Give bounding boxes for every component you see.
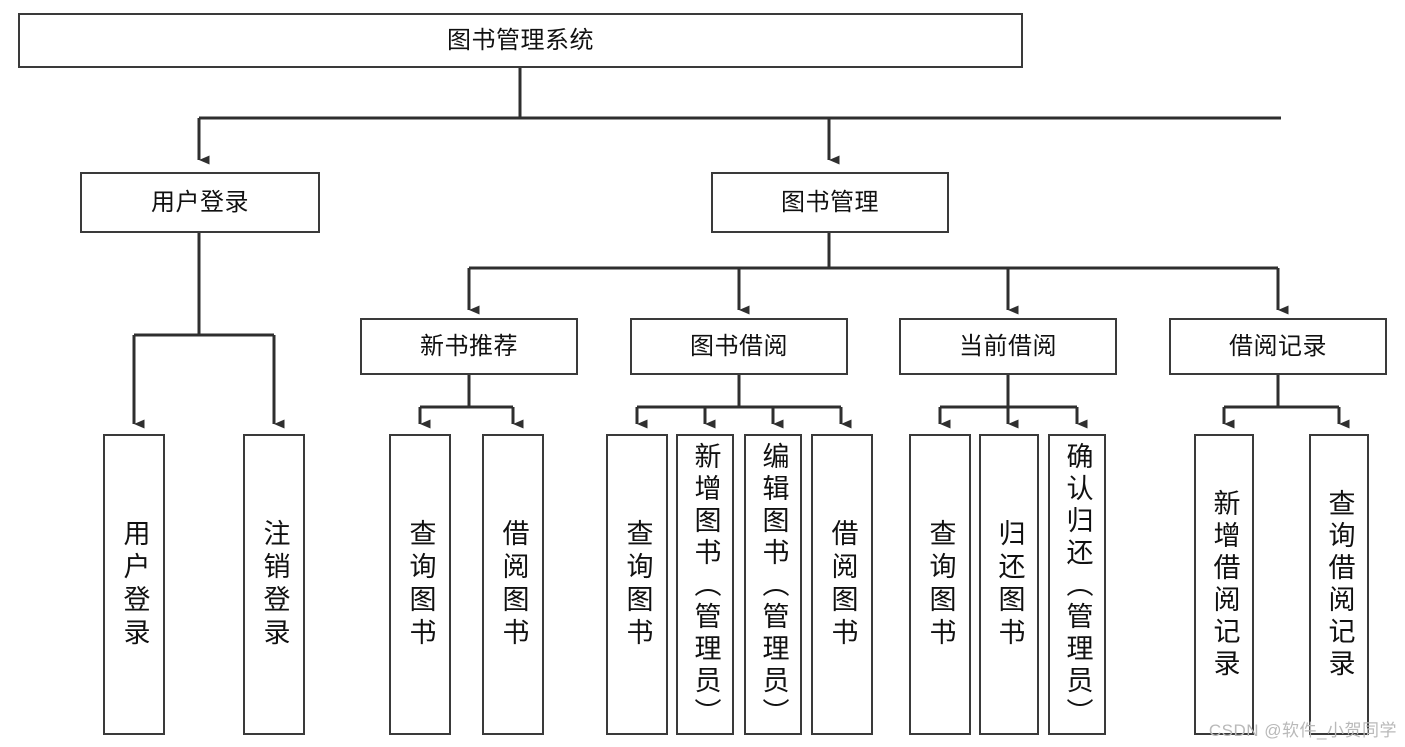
- node-label: 注销登录: [259, 518, 290, 651]
- node-root-system[interactable]: 图书管理系统: [18, 13, 1023, 68]
- node-label: 图书管理系统: [447, 26, 594, 54]
- node-user-login[interactable]: 用户登录: [80, 172, 320, 233]
- node-leaf-add-borrow-record[interactable]: 新增借阅记录: [1194, 434, 1254, 735]
- node-label: 新增借阅记录: [1209, 488, 1240, 681]
- node-leaf-add-book[interactable]: 新增图书（管理员）: [676, 434, 734, 735]
- node-leaf-confirm-return[interactable]: 确认归还（管理员）: [1048, 434, 1106, 735]
- node-label: 图书借阅: [690, 332, 788, 360]
- node-current-borrow[interactable]: 当前借阅: [899, 318, 1117, 375]
- node-leaf-query-book-3[interactable]: 查询图书: [909, 434, 971, 735]
- node-label: 编辑图书（管理员）: [758, 442, 789, 730]
- node-book-borrow[interactable]: 图书借阅: [630, 318, 848, 375]
- node-label: 新增图书（管理员）: [690, 442, 721, 730]
- node-leaf-borrow-book-2[interactable]: 借阅图书: [811, 434, 873, 735]
- node-label: 归还图书: [994, 518, 1025, 651]
- node-leaf-query-book-1[interactable]: 查询图书: [389, 434, 451, 735]
- node-label: 当前借阅: [959, 332, 1057, 360]
- node-leaf-borrow-book-1[interactable]: 借阅图书: [482, 434, 544, 735]
- node-borrow-record[interactable]: 借阅记录: [1169, 318, 1387, 375]
- node-label: 借阅记录: [1229, 332, 1327, 360]
- node-leaf-return-book[interactable]: 归还图书: [979, 434, 1039, 735]
- node-label: 确认归还（管理员）: [1062, 442, 1093, 730]
- node-leaf-query-book-2[interactable]: 查询图书: [606, 434, 668, 735]
- node-label: 用户登录: [151, 188, 249, 216]
- node-book-management[interactable]: 图书管理: [711, 172, 949, 233]
- node-label: 借阅图书: [498, 518, 529, 651]
- node-leaf-edit-book[interactable]: 编辑图书（管理员）: [744, 434, 802, 735]
- node-label: 查询图书: [622, 518, 653, 651]
- node-label: 图书管理: [781, 188, 879, 216]
- node-leaf-logout[interactable]: 注销登录: [243, 434, 305, 735]
- node-label: 用户登录: [119, 518, 150, 651]
- csdn-watermark: CSDN @软件_小贺同学: [1208, 721, 1397, 740]
- node-leaf-query-borrow-record[interactable]: 查询借阅记录: [1309, 434, 1369, 735]
- node-label: 查询借阅记录: [1324, 488, 1355, 681]
- node-label: 查询图书: [925, 518, 956, 651]
- node-leaf-user-login[interactable]: 用户登录: [103, 434, 165, 735]
- node-label: 新书推荐: [420, 332, 518, 360]
- node-label: 借阅图书: [827, 518, 858, 651]
- node-label: 查询图书: [405, 518, 436, 651]
- node-new-book-recommend[interactable]: 新书推荐: [360, 318, 578, 375]
